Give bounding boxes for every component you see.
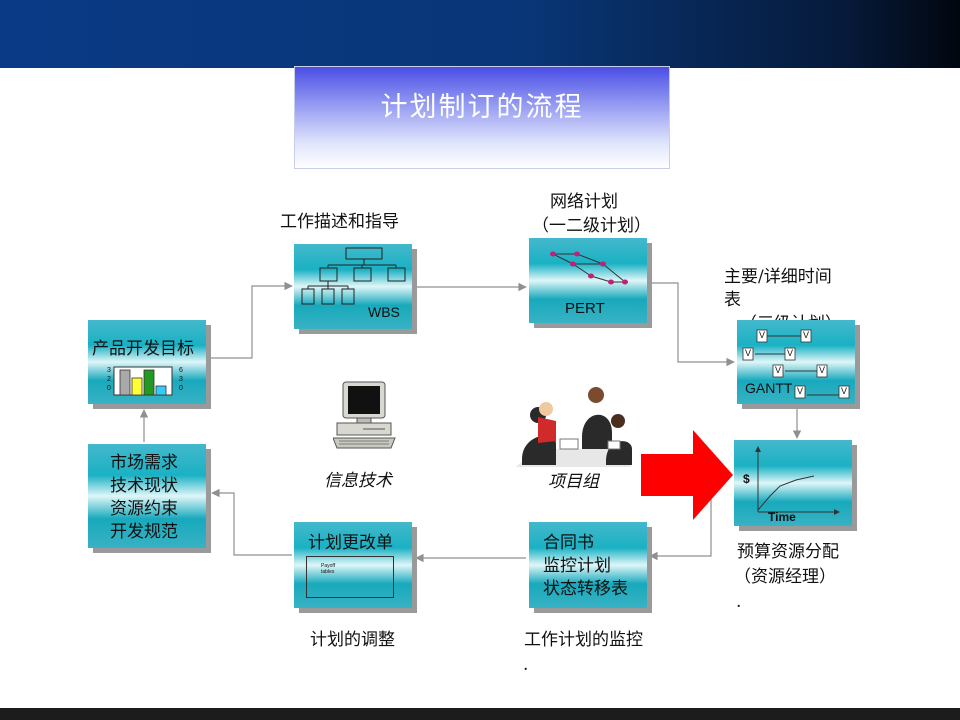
contract-box: 合同书 监控计划 状态转移表 [529, 522, 647, 608]
goal-axis-right-0: 6 [179, 367, 183, 374]
red-arrow [641, 430, 733, 520]
gantt-mark: V [819, 365, 826, 375]
market-line-1: 技术现状 [110, 476, 178, 496]
pert-label-line1: 网络计划 [550, 192, 618, 212]
arrow-goal-to-wbs [208, 281, 293, 359]
change-box: 计划更改单 Payoff tables [294, 522, 412, 608]
computer-icon [333, 381, 396, 449]
change-doc-line1: Payoff [321, 563, 336, 569]
bar-chart-icon [113, 366, 173, 396]
team-meeting-icon [516, 387, 632, 467]
footer-bar [0, 708, 960, 720]
cost-curve-icon [755, 446, 840, 515]
gantt-mark: V [797, 386, 804, 396]
arrow-change-to-market [211, 488, 292, 556]
gantt-label-line2: 表 [724, 290, 741, 310]
goal-axis-left-1: 2 [107, 376, 111, 383]
arrow-pert-to-gantt [650, 282, 735, 367]
goal-axis-left-0: 3 [107, 367, 111, 374]
budget-label-line2: （资源经理） [734, 567, 836, 587]
team-caption: 项目组 [548, 472, 599, 492]
title-box: 计划制订的流程 [294, 66, 670, 169]
pert-box: PERT [529, 238, 647, 323]
document-icon: Payoff tables [306, 556, 394, 598]
gantt-tag: GANTT [745, 380, 793, 396]
goal-axis-right-1: 3 [179, 376, 183, 383]
budget-dot: . [736, 592, 742, 612]
gantt-label-line1: 主要/详细时间 [724, 267, 832, 287]
goal-axis-left-2: 0 [107, 385, 111, 392]
goal-axis-right-2: 0 [179, 385, 183, 392]
budget-axis-y: $ [743, 472, 750, 486]
wbs-tag: WBS [368, 304, 400, 320]
contract-line-1: 监控计划 [543, 556, 611, 576]
contract-line-0: 合同书 [543, 533, 594, 553]
gantt-mark: V [803, 330, 810, 340]
wbs-label: 工作描述和指导 [280, 212, 399, 232]
gantt-box: V V V V V V V V GANTT [737, 320, 855, 404]
contract-dot: . [523, 655, 529, 675]
network-diagram-icon [550, 251, 628, 285]
gantt-mark: V [745, 348, 752, 358]
change-label: 计划更改单 [308, 533, 393, 553]
contract-caption: 工作计划的监控 [524, 630, 643, 650]
page-title: 计划制订的流程 [380, 92, 584, 123]
gantt-mark: V [759, 330, 766, 340]
pert-tag: PERT [565, 300, 605, 317]
budget-label-line1: 预算资源分配 [737, 542, 839, 562]
market-line-2: 资源约束 [110, 499, 178, 519]
market-line-3: 开发规范 [110, 522, 178, 542]
contract-line-2: 状态转移表 [543, 579, 628, 599]
budget-axis-x: Time [768, 510, 796, 524]
wbs-box: WBS [294, 244, 412, 329]
gantt-mark: V [841, 386, 848, 396]
header-bar [0, 0, 960, 68]
change-caption: 计划的调整 [310, 630, 395, 650]
market-line-0: 市场需求 [110, 453, 178, 473]
arrow-budget-to-contract [649, 497, 712, 561]
goal-box: 产品开发目标 3 2 0 6 3 0 [88, 320, 206, 404]
gantt-mark: V [775, 365, 782, 375]
wbs-tree-icon [301, 247, 406, 305]
goal-label: 产品开发目标 [92, 339, 194, 359]
market-box: 市场需求 技术现状 资源约束 开发规范 [88, 444, 206, 548]
pert-label-line2: （一二级计划） [532, 216, 651, 236]
budget-box: $ Time [734, 440, 852, 526]
gantt-mark: V [787, 348, 794, 358]
it-caption: 信息技术 [324, 471, 392, 491]
gantt-timeline-icon [742, 329, 850, 399]
change-doc-line2: tables [321, 569, 335, 575]
